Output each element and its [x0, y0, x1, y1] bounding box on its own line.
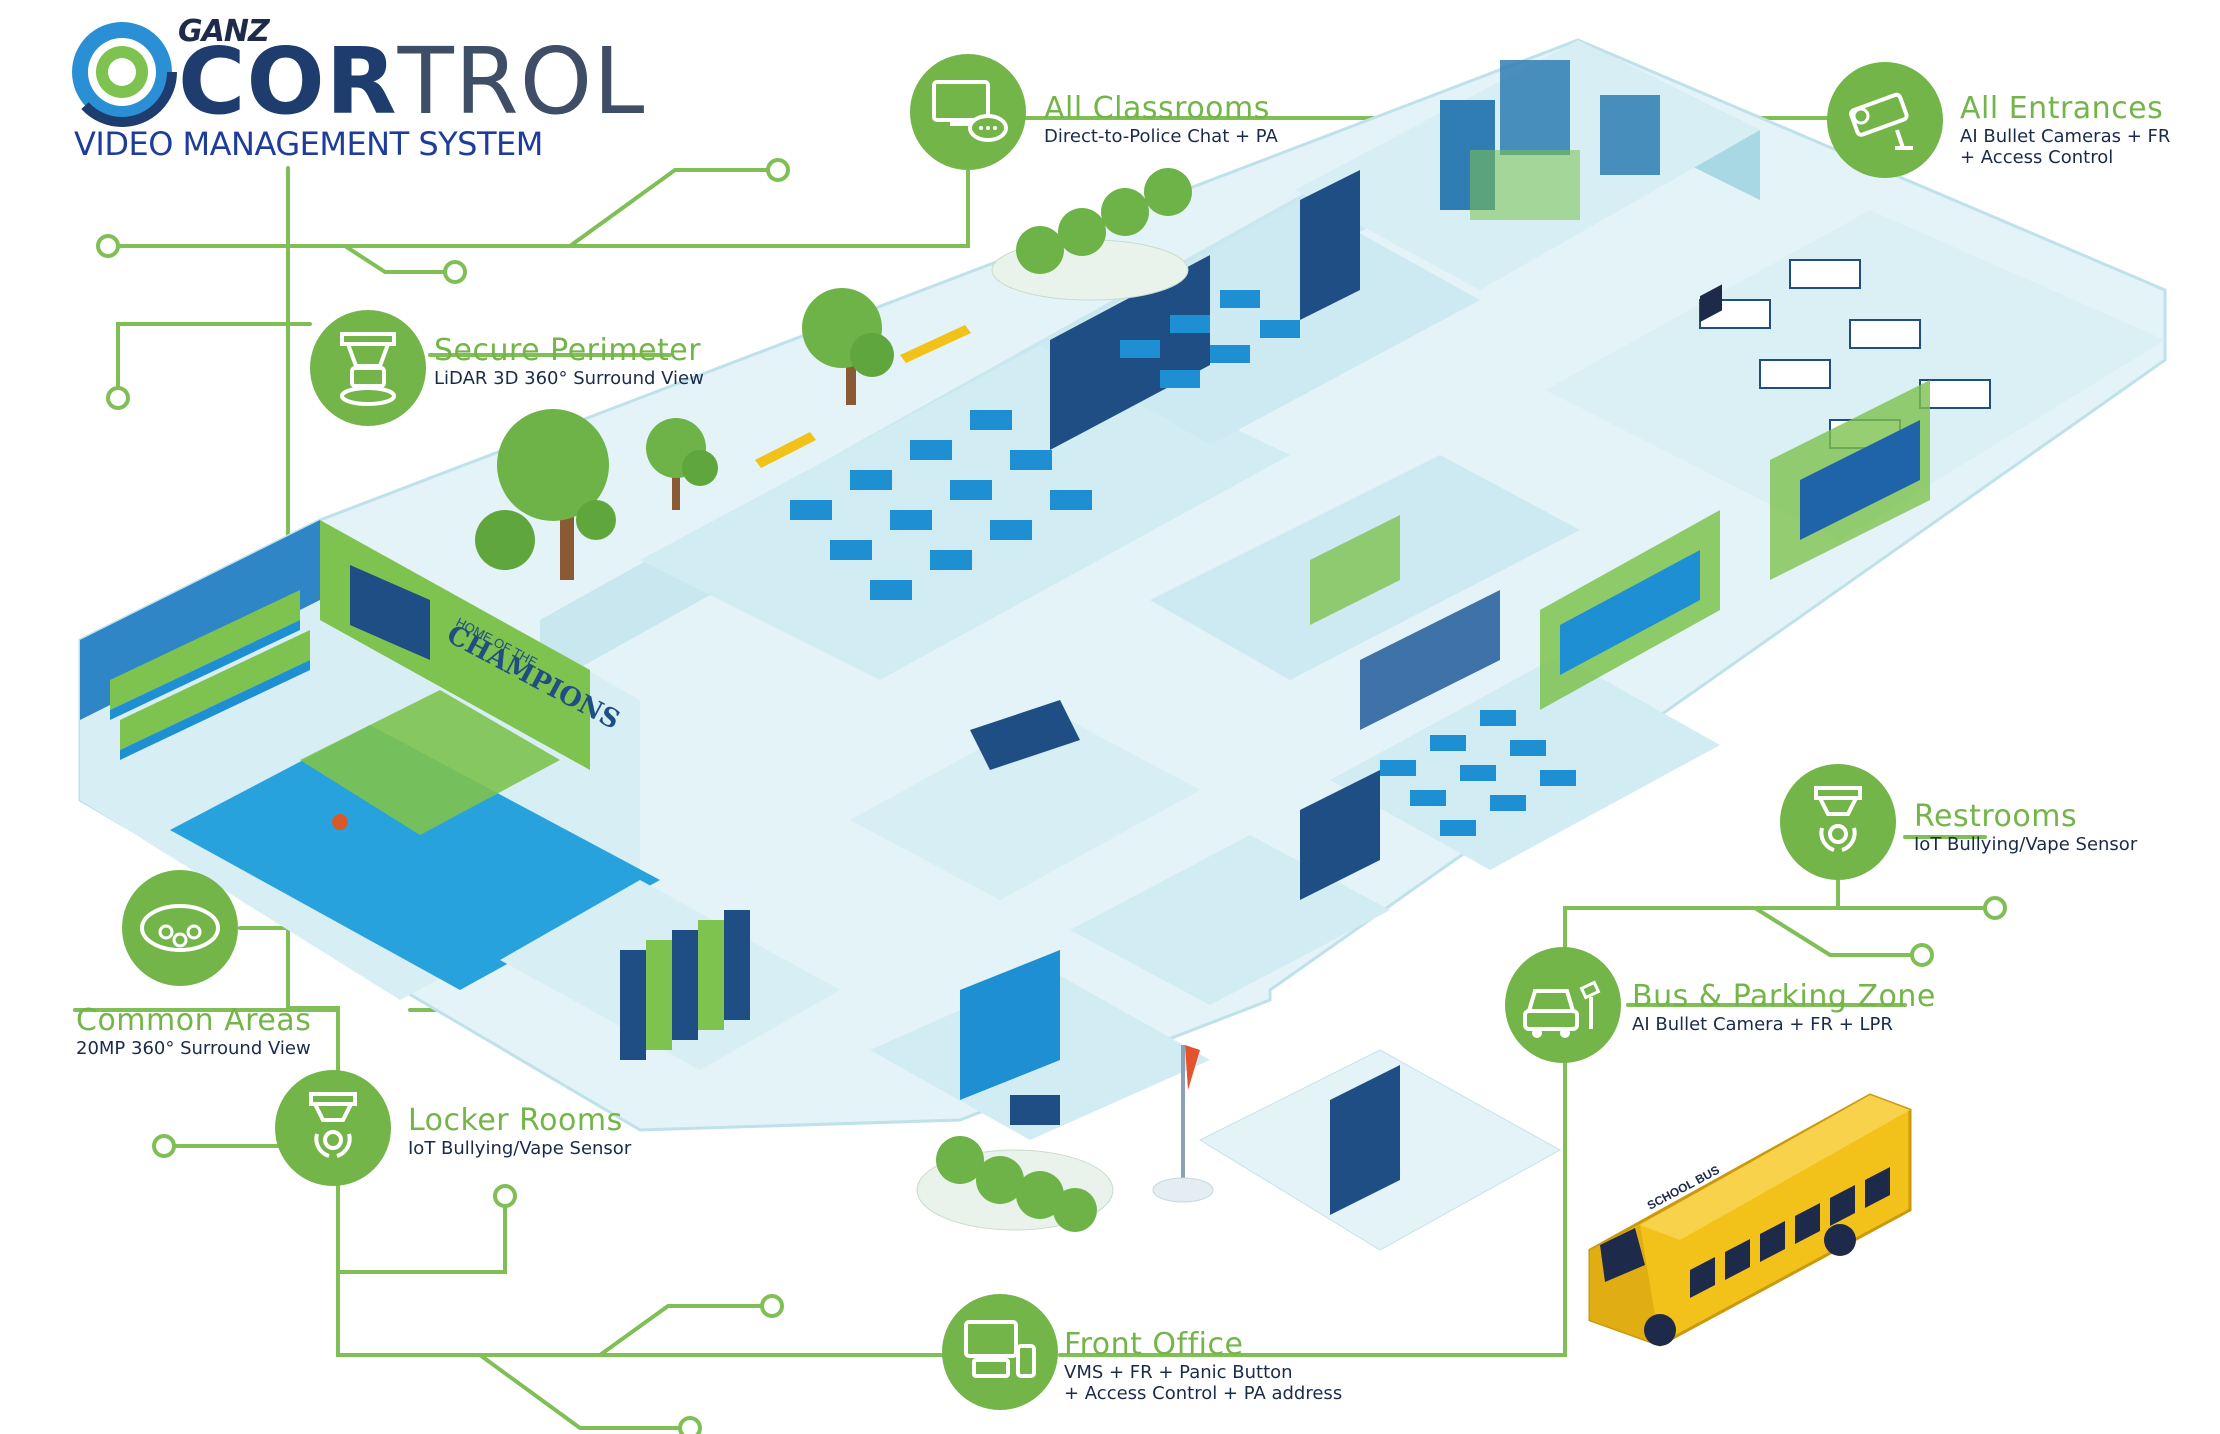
entrances-title: All Entrances: [1960, 91, 2164, 126]
bus-parking-title: Bus & Parking Zone: [1632, 979, 1936, 1014]
vms-devices-icon: [942, 1294, 1058, 1410]
logo-word-cor: COR: [178, 28, 398, 135]
entrances-desc-2: + Access Control: [1960, 147, 2114, 168]
dome-camera-icon: [122, 870, 238, 986]
front-office-desc-1: VMS + FR + Panic Button: [1064, 1362, 1293, 1383]
classrooms-icon: [910, 54, 1026, 170]
logo-word-trol: TROL: [397, 28, 646, 135]
restrooms-label: Restrooms IoT Bullying/Vape Sensor: [1914, 799, 2138, 856]
lidar-sensor-icon: [310, 310, 426, 426]
school-bus: SCHOOL BUS: [1588, 284, 1912, 1347]
common-areas-label: Common Areas 20MP 360° Surround View: [76, 1003, 312, 1060]
logo-subtitle: VIDEO MANAGEMENT SYSTEM: [74, 125, 543, 163]
bus-parking-desc: AI Bullet Camera + FR + LPR: [1632, 1014, 1893, 1035]
cortrol-ring-icon: [67, 17, 177, 127]
common-areas-title: Common Areas: [76, 1003, 312, 1038]
common-areas-desc: 20MP 360° Surround View: [76, 1038, 311, 1059]
locker-rooms-title: Locker Rooms: [408, 1103, 623, 1138]
front-office-title: Front Office: [1064, 1327, 1244, 1362]
front-office-desc-2: + Access Control + PA address: [1064, 1383, 1343, 1404]
restroom-sensor-icon: [1780, 764, 1896, 880]
classrooms-desc: Direct-to-Police Chat + PA: [1044, 126, 1278, 147]
locker-rooms-desc: IoT Bullying/Vape Sensor: [408, 1138, 632, 1159]
front-office-label: Front Office VMS + FR + Panic Button + A…: [1064, 1327, 1343, 1405]
restrooms-desc: IoT Bullying/Vape Sensor: [1914, 834, 2138, 855]
bullet-camera-icon: [1827, 62, 1943, 178]
classrooms-label: All Classrooms Direct-to-Police Chat + P…: [1044, 91, 1278, 148]
locker-sensor-icon: [275, 1070, 391, 1186]
logo-wordmark: CORTROL: [178, 36, 645, 128]
classrooms-title: All Classrooms: [1044, 91, 1270, 126]
entrances-label: All Entrances AI Bullet Cameras + FR + A…: [1960, 91, 2171, 169]
car-camera-icon: [1505, 947, 1621, 1063]
locker-rooms-label: Locker Rooms IoT Bullying/Vape Sensor: [408, 1103, 632, 1160]
landscape: [475, 168, 1192, 1232]
logo-brand: GANZ: [178, 14, 270, 49]
connector-end-dots: [96, 158, 2007, 1434]
entrances-desc-1: AI Bullet Cameras + FR: [1960, 126, 2171, 147]
perimeter-label: Secure Perimeter LiDAR 3D 360° Surround …: [434, 333, 704, 390]
perimeter-title: Secure Perimeter: [434, 333, 702, 368]
perimeter-desc: LiDAR 3D 360° Surround View: [434, 368, 704, 389]
school-building: [78, 38, 2167, 1251]
restrooms-title: Restrooms: [1914, 799, 2078, 834]
bus-parking-label: Bus & Parking Zone AI Bullet Camera + FR…: [1632, 979, 1936, 1036]
